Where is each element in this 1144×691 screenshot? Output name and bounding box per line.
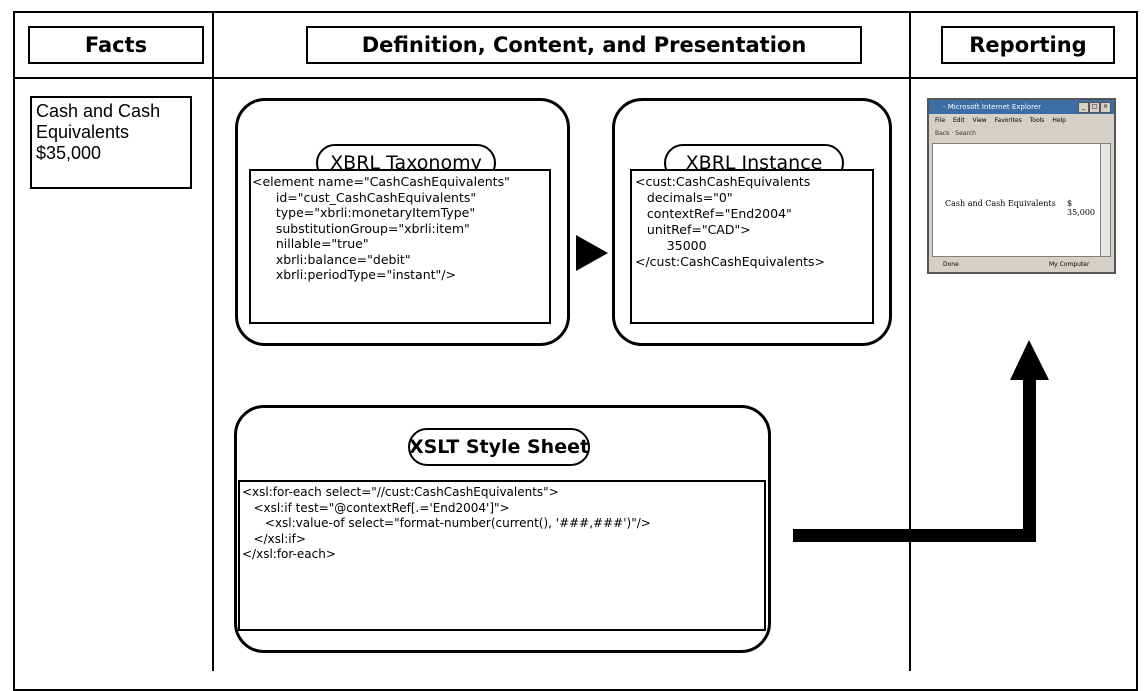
fact-line-3: $35,000 bbox=[36, 143, 102, 163]
xslt-code-line: <xsl:for-each select="//cust:CashCashEqu… bbox=[242, 485, 559, 499]
browser-content-label: Cash and Cash Equivalents bbox=[945, 199, 1056, 208]
browser-scrollbar[interactable] bbox=[1100, 143, 1111, 257]
xslt-title: XSLT Style Sheet bbox=[408, 436, 590, 458]
instance-code-line: <cust:CashCashEquivalents bbox=[635, 174, 811, 189]
taxonomy-code-box: <element name="CashCashEquivalents" id="… bbox=[249, 169, 551, 324]
instance-code-line: 35000 bbox=[635, 238, 707, 253]
instance-code-line: unitRef="CAD"> bbox=[635, 222, 751, 237]
browser-status-right: My Computer bbox=[1049, 261, 1090, 268]
browser-content: Cash and Cash Equivalents $ 35,000 bbox=[932, 143, 1102, 257]
taxonomy-code: <element name="CashCashEquivalents" id="… bbox=[251, 171, 549, 283]
facts-header: Facts bbox=[28, 26, 204, 64]
taxonomy-code-line: <element name="CashCashEquivalents" bbox=[252, 174, 510, 189]
taxonomy-code-line: type="xbrli:monetaryItemType" bbox=[252, 205, 476, 220]
browser-menu-bar[interactable]: File Edit View Favorites Tools Help bbox=[929, 114, 1114, 127]
browser-title-bar: - Microsoft Internet Explorer bbox=[929, 100, 1114, 114]
fact-line-2: Equivalents bbox=[36, 122, 130, 142]
reporting-header-label: Reporting bbox=[969, 33, 1087, 57]
column-divider-right bbox=[909, 11, 911, 671]
minimize-icon[interactable]: _ bbox=[1078, 102, 1089, 113]
instance-code: <cust:CashCashEquivalents decimals="0" c… bbox=[632, 171, 872, 270]
header-divider bbox=[13, 77, 1138, 79]
taxonomy-code-line: xbrli:periodType="instant"/> bbox=[252, 267, 456, 282]
taxonomy-code-line: substitutionGroup="xbrli:item" bbox=[252, 220, 470, 236]
taxonomy-code-line: xbrli:balance="debit" bbox=[252, 251, 411, 267]
instance-code-line: </cust:CashCashEquivalents> bbox=[635, 254, 826, 269]
xslt-code-line: </xsl:for-each> bbox=[242, 547, 336, 561]
taxonomy-code-line: nillable="true" bbox=[252, 236, 369, 251]
browser-status-left: Done bbox=[943, 261, 959, 268]
fact-line-1: Cash and Cash bbox=[36, 101, 161, 121]
arrow-up-icon bbox=[793, 340, 1049, 542]
column-divider-left bbox=[212, 11, 214, 671]
taxonomy-code-line: id="cust_CashCashEquivalents" bbox=[252, 189, 477, 205]
instance-code-line: decimals="0" bbox=[635, 190, 733, 205]
taxonomy-title: XBRL Taxonomy bbox=[330, 152, 482, 174]
maximize-icon[interactable]: □ bbox=[1089, 102, 1100, 113]
xslt-code-line: <xsl:if test="@contextRef[.='End2004']"> bbox=[242, 500, 510, 515]
xslt-code-box: <xsl:for-each select="//cust:CashCashEqu… bbox=[238, 480, 766, 631]
definition-header: Definition, Content, and Presentation bbox=[306, 26, 862, 64]
xslt-code-line: </xsl:if> bbox=[242, 531, 306, 546]
browser-toolbar[interactable]: Back · Search bbox=[929, 127, 1114, 141]
browser-window: - Microsoft Internet Explorer _ □ × File… bbox=[927, 98, 1116, 274]
browser-menu-items[interactable]: File Edit View Favorites Tools Help bbox=[935, 117, 1066, 124]
xslt-title-pill: XSLT Style Sheet bbox=[408, 428, 590, 466]
close-icon[interactable]: × bbox=[1100, 102, 1111, 113]
xslt-code-line: <xsl:value-of select="format-number(curr… bbox=[242, 516, 651, 530]
instance-title: XBRL Instance bbox=[685, 152, 823, 174]
browser-toolbar-items[interactable]: Back · Search bbox=[935, 130, 976, 137]
browser-content-value: $ 35,000 bbox=[1067, 199, 1095, 217]
definition-header-label: Definition, Content, and Presentation bbox=[361, 33, 807, 57]
instance-code-box: <cust:CashCashEquivalents decimals="0" c… bbox=[630, 169, 874, 324]
arrow-right-icon bbox=[576, 235, 608, 271]
browser-title: - Microsoft Internet Explorer bbox=[943, 103, 1041, 111]
fact-box: Cash and Cash Equivalents $35,000 bbox=[30, 96, 192, 189]
browser-status-bar: Done My Computer bbox=[929, 258, 1114, 272]
instance-code-line: contextRef="End2004" bbox=[635, 206, 792, 221]
facts-header-label: Facts bbox=[84, 33, 148, 57]
xslt-code: <xsl:for-each select="//cust:CashCashEqu… bbox=[240, 482, 764, 563]
reporting-header: Reporting bbox=[941, 26, 1115, 64]
